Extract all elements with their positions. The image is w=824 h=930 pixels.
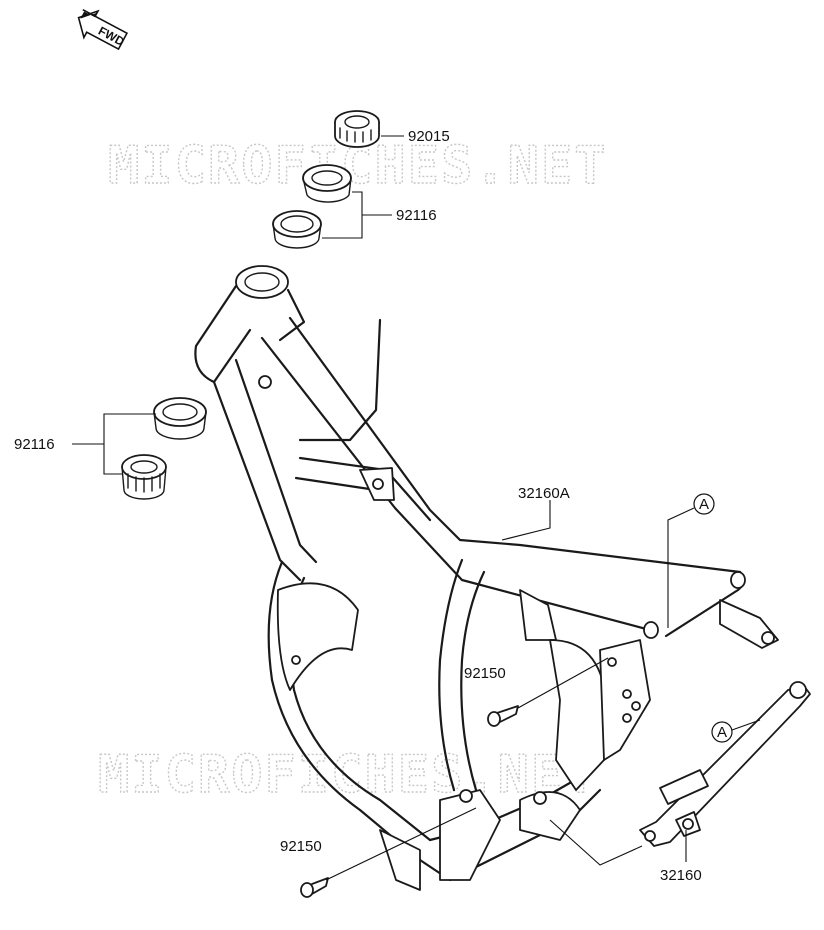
leader-ref-a-top xyxy=(667,507,695,628)
ref-a-top-marker xyxy=(693,493,715,515)
subframe-arm-part xyxy=(639,681,811,847)
tapered-bearing-left-part xyxy=(121,454,167,500)
ref-a-right-label: A xyxy=(717,724,727,741)
watermark-bottom: MICROFICHES.NET xyxy=(98,745,598,805)
callout-92150-mid: 92150 xyxy=(464,665,506,682)
leader-92150-bottom xyxy=(325,807,477,881)
main-frame-part xyxy=(194,265,779,891)
leader-32160A xyxy=(501,500,551,541)
bearing-race-lower-part xyxy=(272,210,322,249)
callout-32160A: 32160A xyxy=(518,485,570,502)
bolt-bottom-part xyxy=(300,877,329,898)
callout-92116-left: 92116 xyxy=(14,436,55,453)
leader-92116-top xyxy=(322,191,392,239)
fwd-arrow-icon: FWD xyxy=(77,9,129,51)
bearing-race-left-upper-part xyxy=(153,397,207,440)
leader-92116-left xyxy=(72,413,156,475)
leader-ref-a-right xyxy=(731,719,761,731)
callout-92015: 92015 xyxy=(408,128,450,145)
callout-92116-top: 92116 xyxy=(396,207,437,224)
bolt-mid-part xyxy=(487,705,519,727)
steering-nut-part xyxy=(334,110,380,148)
leader-32160 xyxy=(549,819,687,866)
bearing-race-upper-part xyxy=(302,164,352,203)
leader-92150-mid xyxy=(517,657,609,709)
callout-92150-bottom: 92150 xyxy=(280,838,322,855)
callout-32160: 32160 xyxy=(660,867,702,884)
ref-a-right-marker xyxy=(711,721,733,743)
ref-a-top-label: A xyxy=(699,496,709,513)
